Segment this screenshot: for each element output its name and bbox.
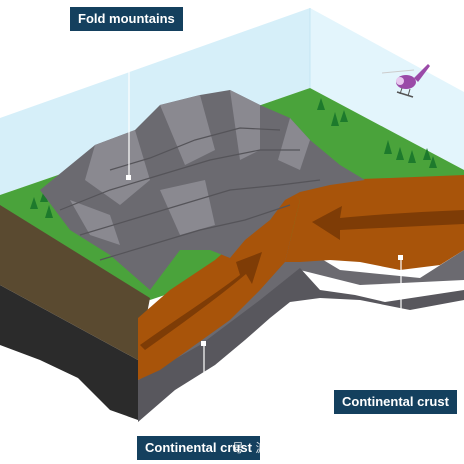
sky-panel-left <box>0 8 310 195</box>
label-continental-crust-right: Continental crust <box>334 390 457 414</box>
watermark-text: 号 · 渡鸦书店RavenBookshop <box>232 441 400 455</box>
label-fold-mountains: Fold mountains <box>70 7 183 31</box>
bedrock-front-left <box>0 285 138 420</box>
soil-layer <box>0 205 150 360</box>
crust-arrow-right <box>312 206 464 240</box>
continental-crust-left-plate <box>138 188 300 380</box>
helicopter-icon <box>381 64 430 98</box>
label-continental-crust-left: Continental crust <box>137 436 260 460</box>
tree-icon <box>30 98 437 218</box>
bedrock-front-right <box>138 240 464 380</box>
crust-arrow-left <box>140 252 262 350</box>
sky-panel-right <box>310 8 464 170</box>
mountain-ridges <box>70 90 310 245</box>
